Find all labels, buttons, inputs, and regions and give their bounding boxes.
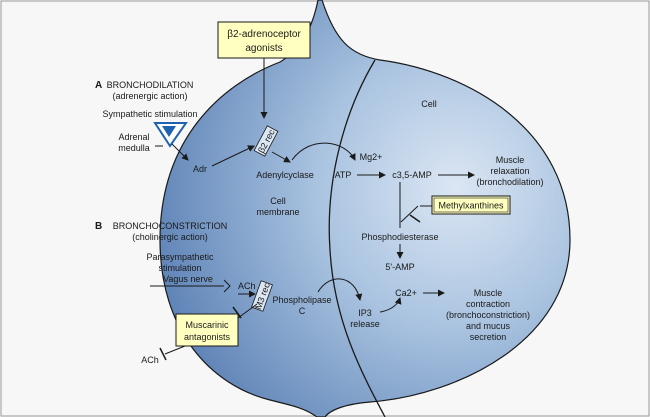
- ach-nerve-label: ACh: [238, 281, 256, 291]
- amp5-label: 5'-AMP: [385, 262, 414, 272]
- para-label-2: stimulation: [158, 263, 201, 273]
- adenylcyclase-label: Adenylcyclase: [256, 170, 314, 180]
- adr-label: Adr: [193, 164, 207, 174]
- section-b-subtitle: (cholinergic action): [132, 232, 208, 242]
- methylxanthines-box-inner: [433, 197, 509, 213]
- ip3-label-1: IP3: [358, 308, 372, 318]
- plc-label-1: Phospholipase: [272, 295, 331, 305]
- section-b-letter: B: [95, 221, 102, 232]
- cell-inner-membrane: [328, 59, 386, 417]
- antagonist-block-bar: [232, 306, 242, 319]
- camp-label: c3,5-AMP: [392, 170, 432, 180]
- beta-agonist-label-1: β2-adrenoceptor: [227, 29, 301, 40]
- pde-block-line: [400, 205, 419, 223]
- beta-agonist-label-2: agonists: [245, 43, 282, 54]
- muscarinic-label-2: antagonists: [184, 332, 231, 342]
- pde-label: Phosphodiesterase: [361, 232, 438, 242]
- adrenal-to-adr-arrow: [171, 143, 189, 161]
- cell-label: Cell: [421, 99, 437, 109]
- ach-block-bar: [159, 347, 167, 361]
- adr-to-receptor-arrow: [211, 145, 255, 167]
- section-a-subtitle: (adrenergic action): [112, 91, 187, 101]
- membrane-label-2: membrane: [256, 207, 299, 217]
- mg-label: Mg2+: [360, 152, 383, 162]
- para-label-1: Parasympathetic: [146, 252, 214, 262]
- ach-bottom-label: ACh: [141, 355, 159, 365]
- section-a-letter: A: [95, 80, 102, 91]
- ca-label: Ca2+: [395, 288, 417, 298]
- atp-label: ATP: [335, 170, 352, 180]
- pde-block-bar: [409, 214, 421, 223]
- cell-body: [159, 0, 571, 417]
- membrane-label-1: Cell: [270, 196, 286, 206]
- adrenal-label-1: Adrenal: [118, 132, 149, 142]
- contract-label-2: contraction: [466, 299, 510, 309]
- relax-label-1: Muscle: [496, 155, 525, 165]
- nerve-terminal-icon: [223, 279, 231, 293]
- beta-agonist-box: [217, 21, 311, 59]
- contract-label-3: (bronchoconstriction): [446, 310, 530, 320]
- receptor-to-ac-arrow: [271, 151, 291, 163]
- sympathetic-label: Sympathetic stimulation: [102, 109, 197, 119]
- contract-label-4: and mucus: [466, 321, 511, 331]
- relax-label-2: relaxation: [490, 166, 529, 176]
- contract-label-1: Muscle: [474, 288, 503, 298]
- vagus-label: Vagus nerve: [163, 274, 213, 284]
- muscarinic-antagonist-box: [175, 313, 239, 347]
- section-b-title: BRONCHOCONSTRICTION: [113, 221, 228, 231]
- muscarinic-label-1: Muscarinic: [185, 320, 229, 330]
- plc-label-2: C: [299, 306, 306, 316]
- plc-curve-arrow: [317, 278, 363, 301]
- sympathetic-inner-triangle-icon: [162, 126, 176, 137]
- relax-label-3: (bronchodilation): [476, 177, 543, 187]
- methylxanthines-label: Methylxanthines: [438, 201, 504, 211]
- antagonist-block-line: [237, 303, 258, 319]
- adrenal-label-2: medulla: [118, 143, 150, 153]
- methylxanthines-box: [431, 195, 511, 215]
- antagonist-to-ach-line: [164, 345, 186, 355]
- section-a-title: BRONCHODILATION: [107, 80, 194, 90]
- ac-curve-arrow: [291, 142, 356, 161]
- contract-label-5: secretion: [470, 332, 507, 342]
- ip3-to-ca-arrow: [379, 297, 402, 313]
- ip3-label-2: release: [350, 319, 380, 329]
